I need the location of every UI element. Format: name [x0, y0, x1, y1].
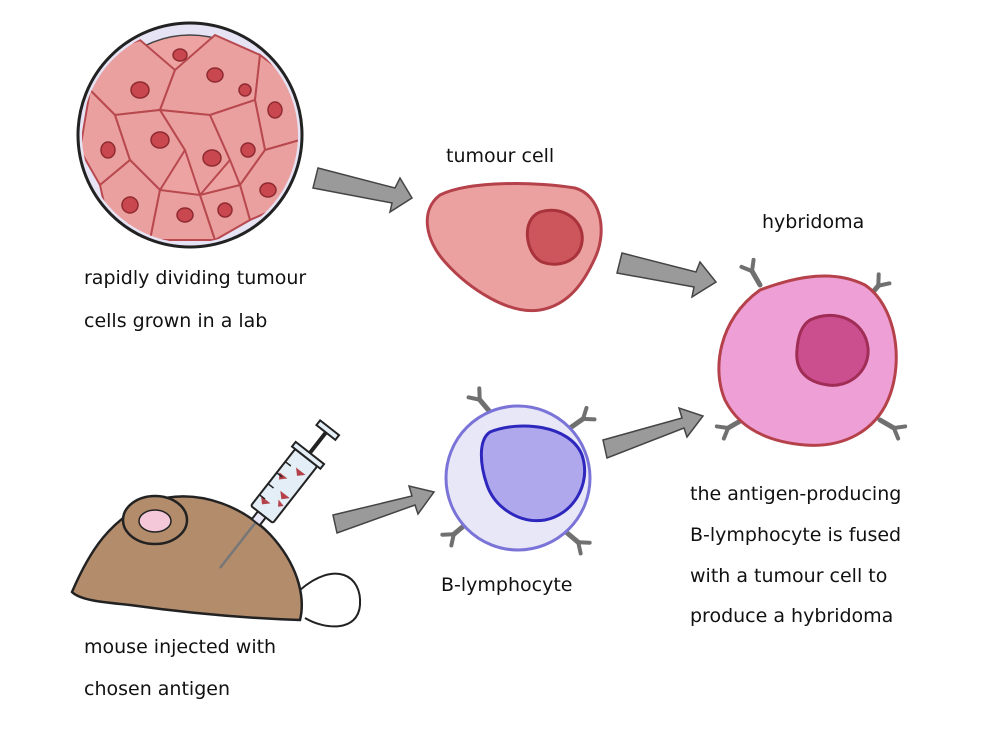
dish-caption-line1: rapidly dividing tumour: [84, 267, 307, 289]
syringe-icon: [219, 418, 341, 569]
hybridoma-cell: [717, 260, 905, 447]
arrow-mouse-to-lymphocyte: [332, 484, 436, 534]
mouse-caption-line2: chosen antigen: [84, 678, 230, 700]
arrow-tumour-to-hybridoma: [616, 252, 718, 299]
b-lymphocyte-label: B-lymphocyte: [441, 574, 573, 596]
hybridoma-label: hybridoma: [762, 211, 865, 233]
tumour-cell-label: tumour cell: [446, 145, 555, 167]
dish-caption-line2: cells grown in a lab: [84, 310, 268, 332]
mouse: [70, 494, 362, 628]
fusion-caption-line2: B-lymphocyte is fused: [690, 524, 902, 546]
fusion-caption-line4: produce a hybridoma: [690, 605, 894, 627]
dish-nuclei: [100, 48, 283, 223]
fusion-caption-line3: with a tumour cell to: [690, 565, 888, 587]
mouse-caption-line1: mouse injected with: [84, 636, 277, 658]
petri-dish: [76, 21, 304, 249]
b-lymphocyte-cell: [442, 388, 594, 553]
tumour-cell: [425, 182, 603, 313]
fusion-caption-line1: the antigen-producing: [690, 483, 902, 505]
arrow-dish-to-tumour: [312, 167, 414, 214]
arrow-lymphocyte-to-hybridoma: [602, 406, 705, 460]
